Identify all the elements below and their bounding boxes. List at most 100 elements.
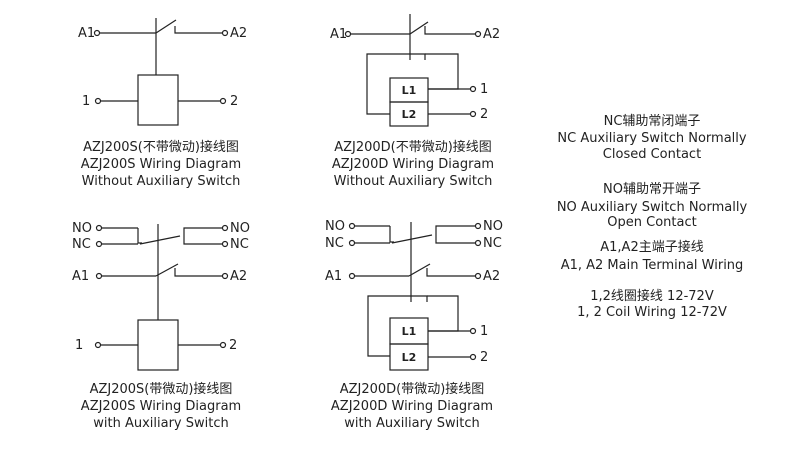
- coil-yoke-right: [425, 53, 459, 90]
- a2-wire: [174, 26, 222, 34]
- aux-contact-blade: [391, 234, 433, 244]
- terminal-a1-label: A1: [325, 269, 342, 284]
- diagram-azj200s-with-aux: NO NO NC NC A1 A2 1 2 AZJ200S(带微动)接线图 AZ…: [72, 221, 250, 431]
- terminal-a1-dot: [93, 29, 101, 37]
- no-left-drop: [137, 228, 142, 244]
- caption-line-3: with Auxiliary Switch: [93, 416, 229, 431]
- terminal-2-label: 2: [480, 107, 488, 122]
- diagram-azj200s-without-aux: A1 A2 1 2 AZJ200S(不带微动)接线图 AZJ200S Wirin…: [78, 18, 247, 189]
- terminal-nc-right-dot: [474, 239, 482, 247]
- coil-yoke-left: [367, 295, 428, 357]
- legend-no-line-3: Open Contact: [607, 215, 696, 230]
- caption-line-2: AZJ200D Wiring Diagram: [332, 157, 494, 172]
- terminal-2-label: 2: [230, 94, 238, 109]
- terminal-2-dot: [469, 110, 477, 118]
- coil-box: [137, 74, 179, 126]
- terminal-a2-dot: [221, 272, 229, 280]
- terminal-no-left-label: NO: [325, 219, 345, 234]
- main-contact-blade: [155, 19, 177, 34]
- terminal-nc-right-label: NC: [230, 237, 249, 252]
- terminal-no-right-label: NO: [230, 221, 250, 236]
- coil-yoke-right: [427, 295, 459, 332]
- main-contact-blade: [408, 263, 431, 277]
- coil-l1-label: L1: [402, 84, 417, 97]
- main-contact-blade: [155, 263, 179, 277]
- terminal-a2-label: A2: [483, 27, 500, 42]
- terminal-nc-left-label: NC: [72, 237, 91, 252]
- coil-l2-label: L2: [402, 108, 417, 121]
- no-right-wire: [435, 225, 475, 236]
- terminal-2-label: 2: [480, 350, 488, 365]
- coil-box: [137, 319, 179, 371]
- legend-coil-line-2: 1, 2 Coil Wiring 12-72V: [577, 305, 727, 320]
- terminal-no-left-label: NO: [72, 221, 92, 236]
- terminal-no-right-label: NO: [483, 219, 503, 234]
- terminal-a2-dot: [474, 30, 482, 38]
- terminal-a1-label: A1: [330, 27, 347, 42]
- caption-line-1: AZJ200D(不带微动)接线图: [334, 139, 492, 155]
- terminal-nc-right-dot: [221, 240, 229, 248]
- terminal-a1-dot: [344, 30, 352, 38]
- legend-main-line-2: A1, A2 Main Terminal Wiring: [561, 258, 744, 273]
- terminal-a2-label: A2: [230, 269, 247, 284]
- aux-contact-blade: [139, 235, 181, 245]
- legend: NC辅助常闭端子 NC Auxiliary Switch Normally Cl…: [557, 114, 748, 320]
- legend-no-line-1: NO辅助常开端子: [603, 182, 701, 197]
- caption-line-3: Without Auxiliary Switch: [334, 174, 493, 189]
- terminal-no-right-dot: [221, 224, 229, 232]
- terminal-1-label: 1: [480, 324, 488, 339]
- terminal-nc-left-dot: [348, 239, 356, 247]
- nc-right-wire: [435, 236, 475, 244]
- terminal-1-label: 1: [75, 338, 83, 353]
- terminal-nc-left-dot: [95, 240, 103, 248]
- terminal-2-dot: [219, 341, 227, 349]
- nc-right-wire: [183, 237, 222, 245]
- coil-l1-label: L1: [402, 325, 417, 338]
- caption-line-2: AZJ200S Wiring Diagram: [81, 399, 241, 414]
- diagram-azj200d-without-aux: A1 A2 L1 L2 1 2 AZJ200D(不带微动)接线图 AZJ200D…: [330, 14, 500, 189]
- terminal-a1-dot: [348, 272, 356, 280]
- terminal-nc-left-label: NC: [325, 236, 344, 251]
- legend-nc-line-2: NC Auxiliary Switch Normally: [557, 131, 746, 146]
- terminal-no-right-dot: [474, 222, 482, 230]
- a2-wire: [174, 268, 222, 277]
- terminal-a2-label: A2: [483, 269, 500, 284]
- a2-wire: [424, 26, 475, 35]
- caption-line-1: AZJ200D(带微动)接线图: [340, 381, 485, 397]
- terminal-1-dot: [469, 327, 477, 335]
- terminal-nc-right-label: NC: [483, 236, 502, 251]
- main-contact-blade: [409, 21, 429, 35]
- terminal-a1-dot: [95, 272, 103, 280]
- caption-line-2: AZJ200S Wiring Diagram: [81, 157, 241, 172]
- terminal-no-left-dot: [95, 224, 103, 232]
- terminal-1-dot: [94, 97, 102, 105]
- no-left-drop: [389, 226, 394, 243]
- legend-nc-line-3: Closed Contact: [603, 147, 701, 162]
- terminal-a2-dot: [221, 29, 229, 37]
- legend-coil-line-1: 1,2线圈接线 12-72V: [590, 288, 714, 304]
- coil-l2-label: L2: [402, 351, 417, 364]
- terminal-1-dot: [469, 85, 477, 93]
- no-right-wire: [183, 227, 222, 237]
- caption-line-3: with Auxiliary Switch: [344, 416, 480, 431]
- terminal-2-dot: [219, 97, 227, 105]
- terminal-a2-dot: [474, 272, 482, 280]
- terminal-1-label: 1: [480, 82, 488, 97]
- terminal-a2-label: A2: [230, 26, 247, 41]
- terminal-1-label: 1: [82, 94, 90, 109]
- caption-line-1: AZJ200S(不带微动)接线图: [83, 139, 239, 155]
- a2-wire: [426, 268, 475, 277]
- coil-yoke-left: [366, 53, 426, 115]
- terminal-no-left-dot: [348, 222, 356, 230]
- terminal-a1-label: A1: [72, 269, 89, 284]
- terminal-1-dot: [94, 341, 102, 349]
- terminal-a1-label: A1: [78, 26, 95, 41]
- caption-line-3: Without Auxiliary Switch: [82, 174, 241, 189]
- terminal-2-label: 2: [229, 338, 237, 353]
- terminal-2-dot: [469, 353, 477, 361]
- caption-line-2: AZJ200D Wiring Diagram: [331, 399, 493, 414]
- diagram-azj200d-with-aux: NO NO NC NC A1 A2 L1 L2 1: [325, 219, 503, 431]
- legend-main-line-1: A1,A2主端子接线: [600, 239, 703, 255]
- legend-no-line-2: NO Auxiliary Switch Normally: [557, 200, 748, 215]
